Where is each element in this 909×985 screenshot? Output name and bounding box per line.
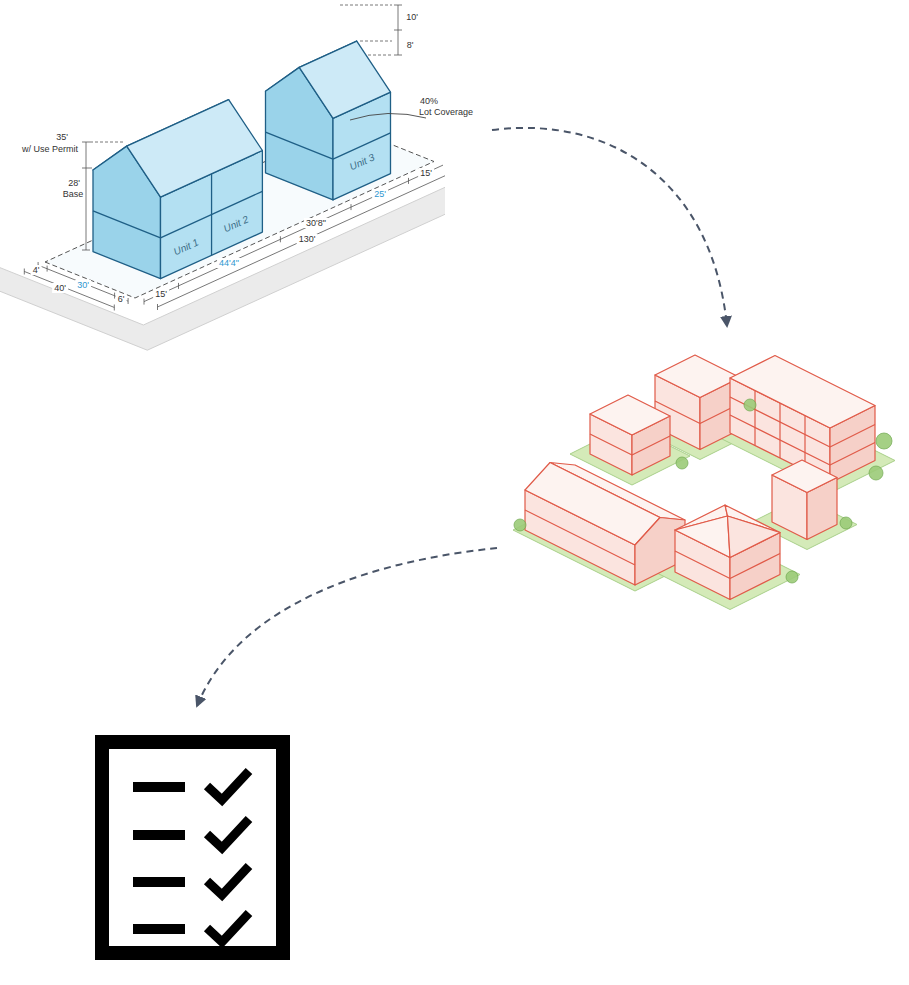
dimension-label: 15' xyxy=(418,168,434,178)
dimension-label: 40% xyxy=(420,96,438,106)
dimension-label: Base xyxy=(63,189,84,199)
dimension-label: 10' xyxy=(406,12,418,22)
building-b xyxy=(266,41,391,200)
dimension-label: 6' xyxy=(116,294,127,304)
dimension-label: Lot Coverage xyxy=(419,107,473,117)
zoning-illustration xyxy=(0,0,445,360)
dimension-label: 35' xyxy=(56,132,68,142)
dimension-label: 4' xyxy=(31,265,42,275)
dimension-label: 44'4" xyxy=(217,258,241,268)
unit-label: Unit 3 xyxy=(348,152,376,173)
flow-arrows xyxy=(197,128,727,706)
dimension-label: 8' xyxy=(407,40,414,50)
dimension-label: 30'8" xyxy=(304,218,328,228)
dimension-label: 15' xyxy=(153,289,169,299)
dimension-lines xyxy=(24,5,445,311)
houses xyxy=(525,355,875,600)
housing-illustration xyxy=(513,355,895,610)
trees xyxy=(514,399,892,583)
dimension-label: 25' xyxy=(372,189,388,199)
dimension-label: 40' xyxy=(52,283,68,293)
dimension-label: w/ Use Permit xyxy=(22,144,78,154)
leader-line xyxy=(350,113,426,120)
dimension-label: 130' xyxy=(297,234,318,244)
unit-label: Unit 1 xyxy=(172,237,200,258)
dimension-label: 28' xyxy=(68,178,80,188)
dimension-label: 30' xyxy=(75,280,91,290)
checklist-icon xyxy=(102,742,283,953)
building-a xyxy=(93,100,262,279)
unit-label: Unit 2 xyxy=(222,214,250,235)
